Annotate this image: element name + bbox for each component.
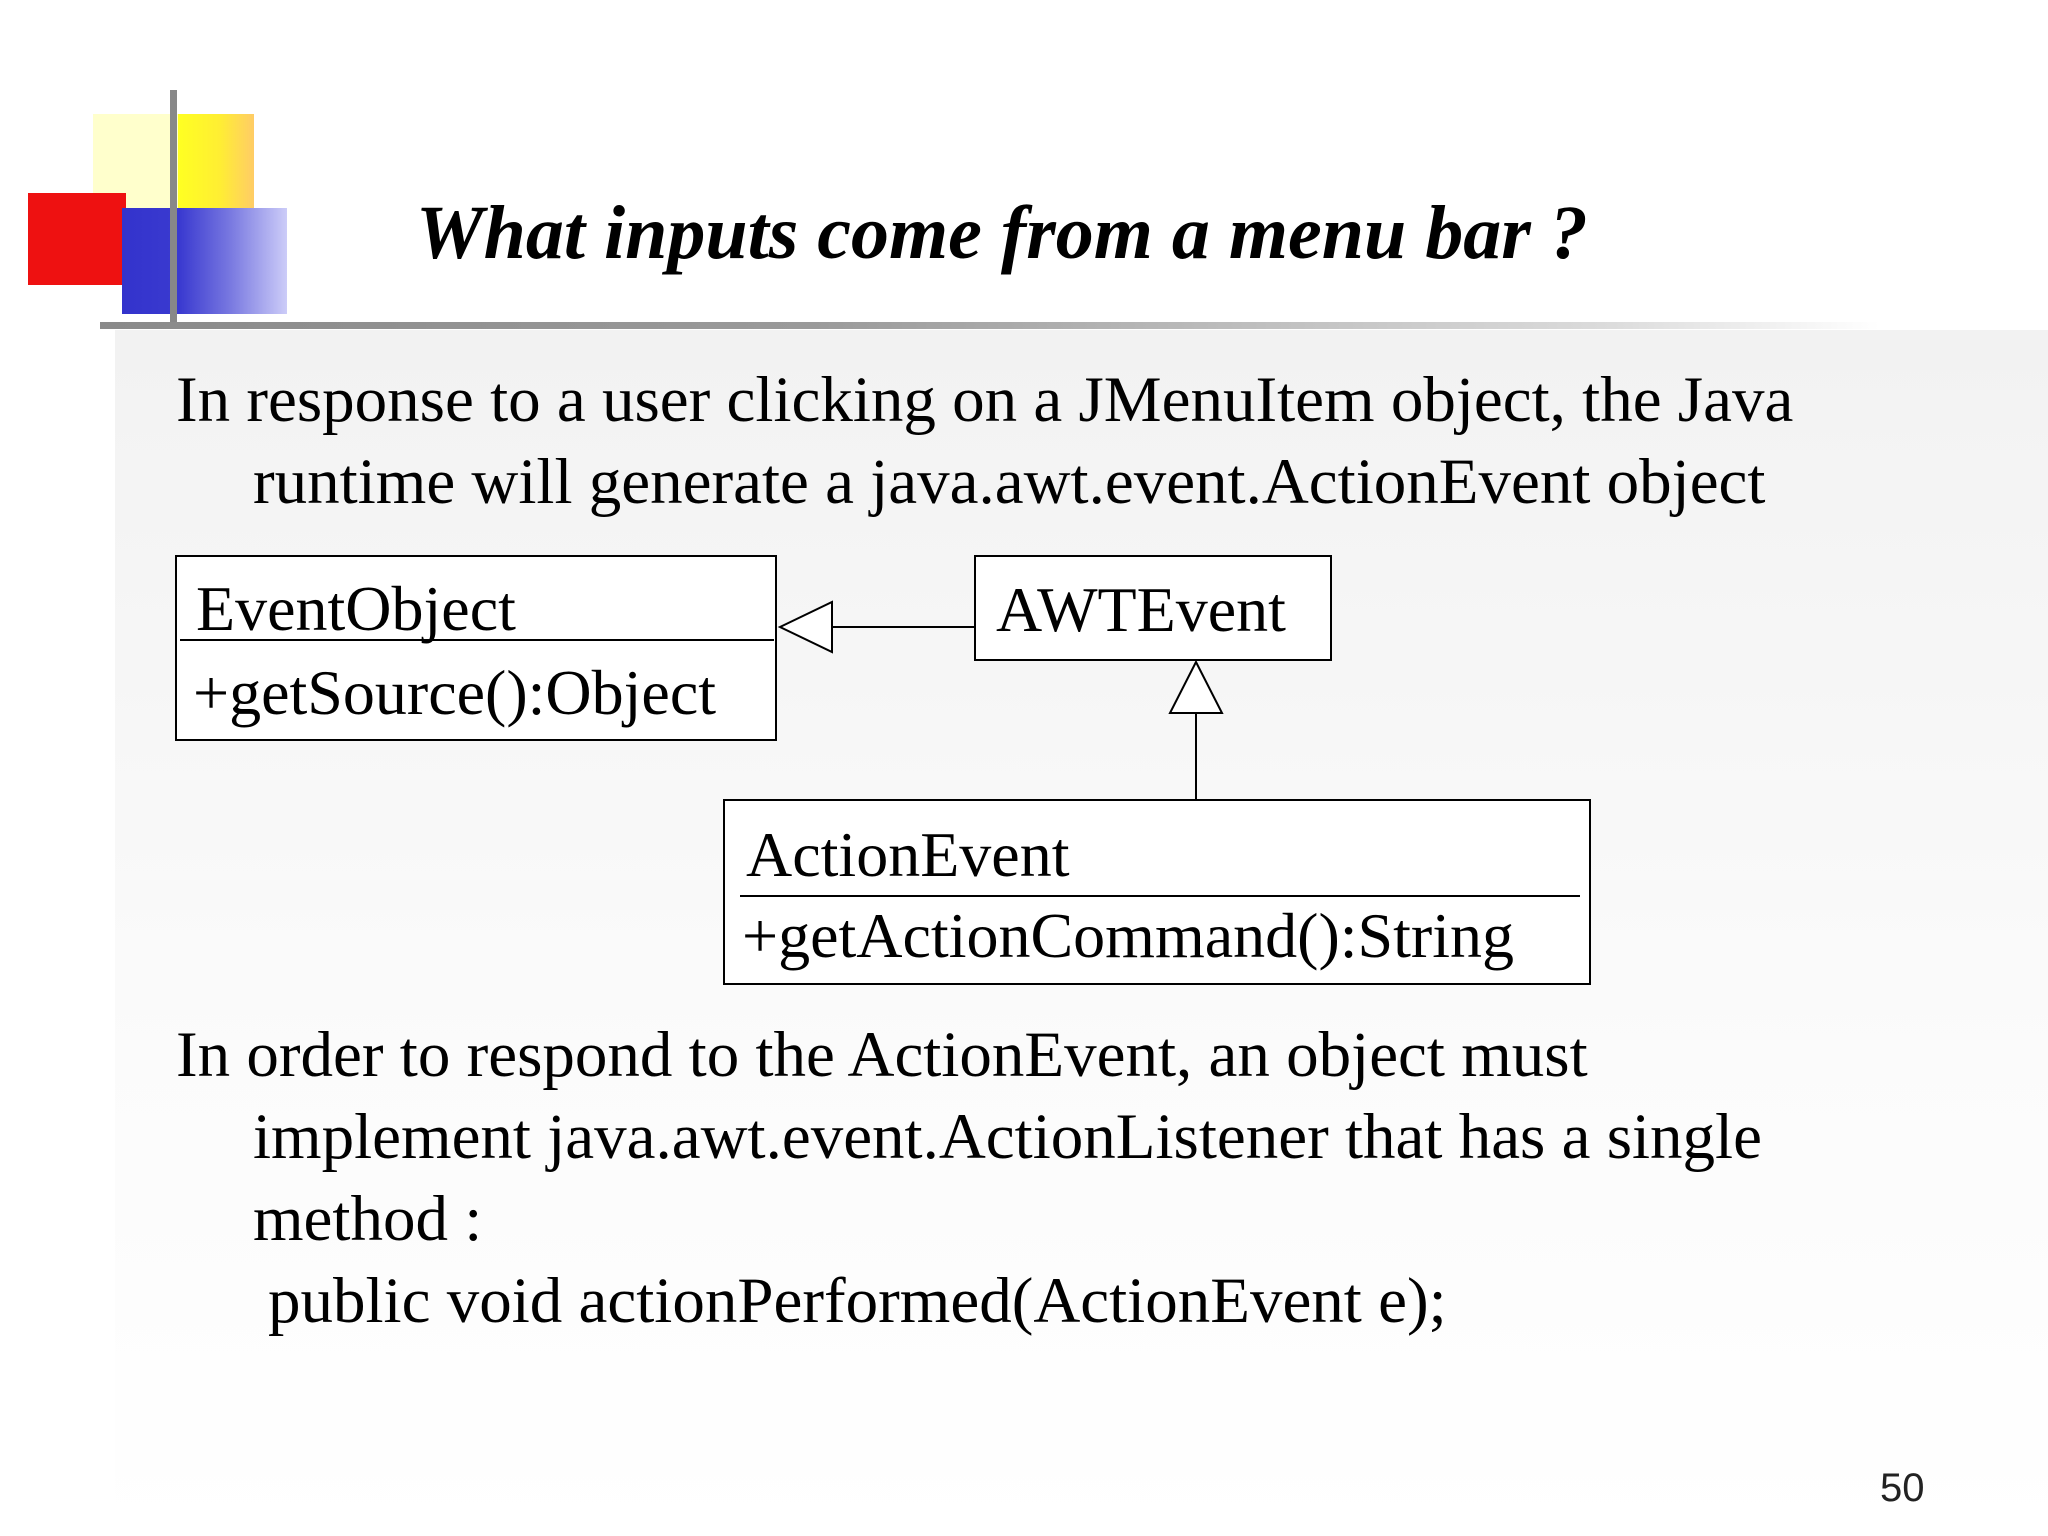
eventobject-box — [175, 555, 777, 741]
slide-title: What inputs come from a menu bar ? — [416, 191, 1588, 275]
listener-line-3: method : — [253, 1183, 483, 1255]
actionevent-to-awtevent-arrow — [1168, 659, 1224, 800]
intro-line-2: runtime will generate a java.awt.event.A… — [253, 446, 1766, 518]
awtevent-to-eventobject-arrow — [777, 600, 975, 654]
eventobject-name: EventObject — [196, 573, 516, 644]
actionevent-name: ActionEvent — [746, 819, 1070, 890]
actionevent-class: ActionEvent +getActionCommand():String — [723, 799, 1591, 985]
eventobject-class: EventObject +getSource():Object — [175, 555, 777, 741]
red-block — [28, 193, 126, 285]
actionevent-method: +getActionCommand():String — [742, 900, 1514, 971]
inheritance-arrowhead — [1168, 659, 1224, 714]
listener-line-1: In order to respond to the ActionEvent, … — [176, 1019, 1588, 1091]
awtevent-box — [974, 555, 1332, 661]
actionevent-box — [723, 799, 1591, 985]
awtevent-name: AWTEvent — [996, 574, 1286, 645]
eventobject-method: +getSource():Object — [193, 657, 716, 728]
inheritance-arrowhead — [777, 600, 833, 654]
listener-paragraph: In order to respond to the ActionEvent, … — [176, 1014, 1762, 1342]
intro-paragraph: In response to a user clicking on a JMen… — [176, 359, 1793, 523]
page-number: 50 — [1880, 1466, 1925, 1510]
intro-line-1: In response to a user clicking on a JMen… — [176, 364, 1794, 436]
method-signature: public void actionPerformed(ActionEvent … — [268, 1265, 1447, 1337]
title-underline — [100, 322, 1880, 329]
blue-block — [122, 208, 287, 314]
yellow-block — [178, 114, 254, 222]
vertical-rule — [170, 90, 177, 328]
listener-line-2: implement java.awt.event.ActionListener … — [253, 1101, 1762, 1173]
awtevent-class: AWTEvent — [974, 555, 1332, 661]
